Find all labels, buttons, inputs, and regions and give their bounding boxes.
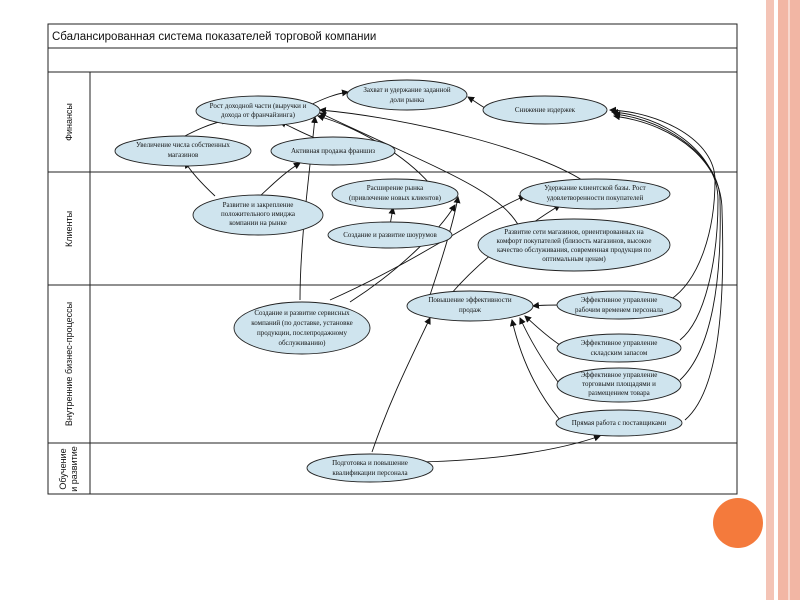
decorative-stripe: [774, 0, 778, 600]
node-staff-training: Подготовка и повышение квалификации перс…: [306, 453, 434, 483]
svg-text:Захват и удержание заданной: Захват и удержание заданной: [363, 86, 451, 94]
svg-text:компаний (по доставке, установ: компаний (по доставке, установке: [251, 319, 353, 327]
svg-text:Эффективное управление: Эффективное управление: [581, 339, 658, 347]
svg-text:складским запасом: складским запасом: [591, 349, 648, 357]
band-label-learning-line-2: и развитие: [69, 446, 79, 492]
node-cost-reduction: Снижение издержек: [482, 95, 608, 125]
node-supplier-direct-work: Прямая работа с поставщиками: [555, 409, 683, 437]
svg-text:продукции, послепродажному: продукции, послепродажному: [257, 329, 347, 337]
svg-text:Расширение рынка: Расширение рынка: [367, 184, 424, 192]
svg-text:магазинов: магазинов: [168, 151, 199, 159]
node-market-share: Захват и удержание заданной доли рынка: [346, 79, 468, 111]
svg-text:доли рынка: доли рынка: [390, 96, 425, 104]
svg-text:Развитие и закрепление: Развитие и закрепление: [223, 201, 294, 209]
svg-text:продаж: продаж: [459, 306, 481, 314]
svg-text:Прямая работа с поставщиками: Прямая работа с поставщиками: [572, 419, 667, 427]
node-own-stores: Увеличение числа собственных магазинов: [114, 135, 252, 167]
svg-text:удовлетворенности покупателей: удовлетворенности покупателей: [547, 194, 644, 202]
orange-circle-decoration: [713, 498, 763, 548]
svg-text:Создание и развитие сервисных: Создание и развитие сервисных: [254, 309, 350, 317]
causal-arrows: [182, 89, 724, 463]
svg-text:комфорт покупателей (близость: комфорт покупателей (близость магазинов,…: [497, 237, 652, 245]
decorative-stripe: [788, 0, 790, 600]
scorecard-table: [47, 23, 738, 495]
node-staff-time-management: Эффективное управление рабочим временем …: [556, 290, 682, 320]
node-service-companies: Создание и развитие сервисных компаний (…: [233, 301, 371, 355]
node-store-network: Развитие сети магазинов, ориентированных…: [477, 218, 671, 272]
svg-text:положительного имиджа: положительного имиджа: [221, 210, 296, 218]
svg-text:оптимальным ценам): оптимальным ценам): [542, 255, 606, 263]
svg-text:(привлечение новых клиентов): (привлечение новых клиентов): [349, 194, 442, 202]
svg-text:Развитие сети магазинов, ориен: Развитие сети магазинов, ориентированных…: [504, 228, 644, 236]
svg-text:дохода от франчайзинга): дохода от франчайзинга): [221, 111, 296, 119]
svg-text:Эффективное управление: Эффективное управление: [581, 371, 658, 379]
svg-text:качество обслуживания, совреме: качество обслуживания, современная проду…: [497, 246, 652, 254]
band-label-processes: Внутренние бизнес-процессы: [64, 302, 74, 426]
node-customer-retention: Удержание клиентской базы. Рост удовлетв…: [519, 178, 671, 210]
diagram-title: Сбалансированная система показателей тор…: [52, 31, 376, 43]
svg-text:рабочим временем персонала: рабочим временем персонала: [575, 306, 664, 314]
svg-text:Рост доходной части (выручки и: Рост доходной части (выручки и: [210, 102, 307, 110]
svg-text:Активная продажа франшиз: Активная продажа франшиз: [291, 147, 375, 155]
node-company-image: Развитие и закрепление положительного им…: [192, 194, 324, 236]
svg-text:квалификации персонала: квалификации персонала: [332, 469, 408, 477]
svg-text:компании на рынке: компании на рынке: [229, 219, 287, 227]
svg-text:Эффективное управление: Эффективное управление: [581, 296, 658, 304]
band-label-finance: Финансы: [64, 103, 74, 141]
svg-text:Повышение эффективности: Повышение эффективности: [428, 296, 512, 304]
svg-text:Увеличение числа собственных: Увеличение числа собственных: [136, 141, 230, 149]
band-label-clients: Клиенты: [64, 211, 74, 247]
node-market-expansion: Расширение рынка (привлечение новых клие…: [331, 178, 459, 210]
band-label-learning-line-1: Обучение: [58, 448, 68, 489]
svg-text:Удержание клиентской базы. Рос: Удержание клиентской базы. Рост: [544, 184, 645, 192]
node-sales-efficiency: Повышение эффективности продаж: [406, 290, 534, 322]
node-franchise-sales: Активная продажа франшиз: [270, 136, 396, 166]
svg-text:Снижение издержек: Снижение издержек: [515, 106, 576, 114]
node-retail-space-management: Эффективное управление торговыми площадя…: [556, 367, 682, 403]
node-inventory-management: Эффективное управление складским запасом: [556, 333, 682, 363]
node-revenue-growth: Рост доходной части (выручки и дохода от…: [195, 95, 321, 127]
svg-text:Подготовка и повышение: Подготовка и повышение: [332, 459, 408, 467]
svg-text:Создание и развитие шоурумов: Создание и развитие шоурумов: [343, 231, 437, 239]
svg-text:размещением товара: размещением товара: [588, 389, 650, 397]
svg-text:обслуживанию): обслуживанию): [278, 339, 326, 347]
node-showrooms: Создание и развитие шоурумов: [327, 221, 453, 249]
svg-text:торговыми площадями и: торговыми площадями и: [582, 380, 656, 388]
decorative-stripe: [766, 0, 774, 600]
